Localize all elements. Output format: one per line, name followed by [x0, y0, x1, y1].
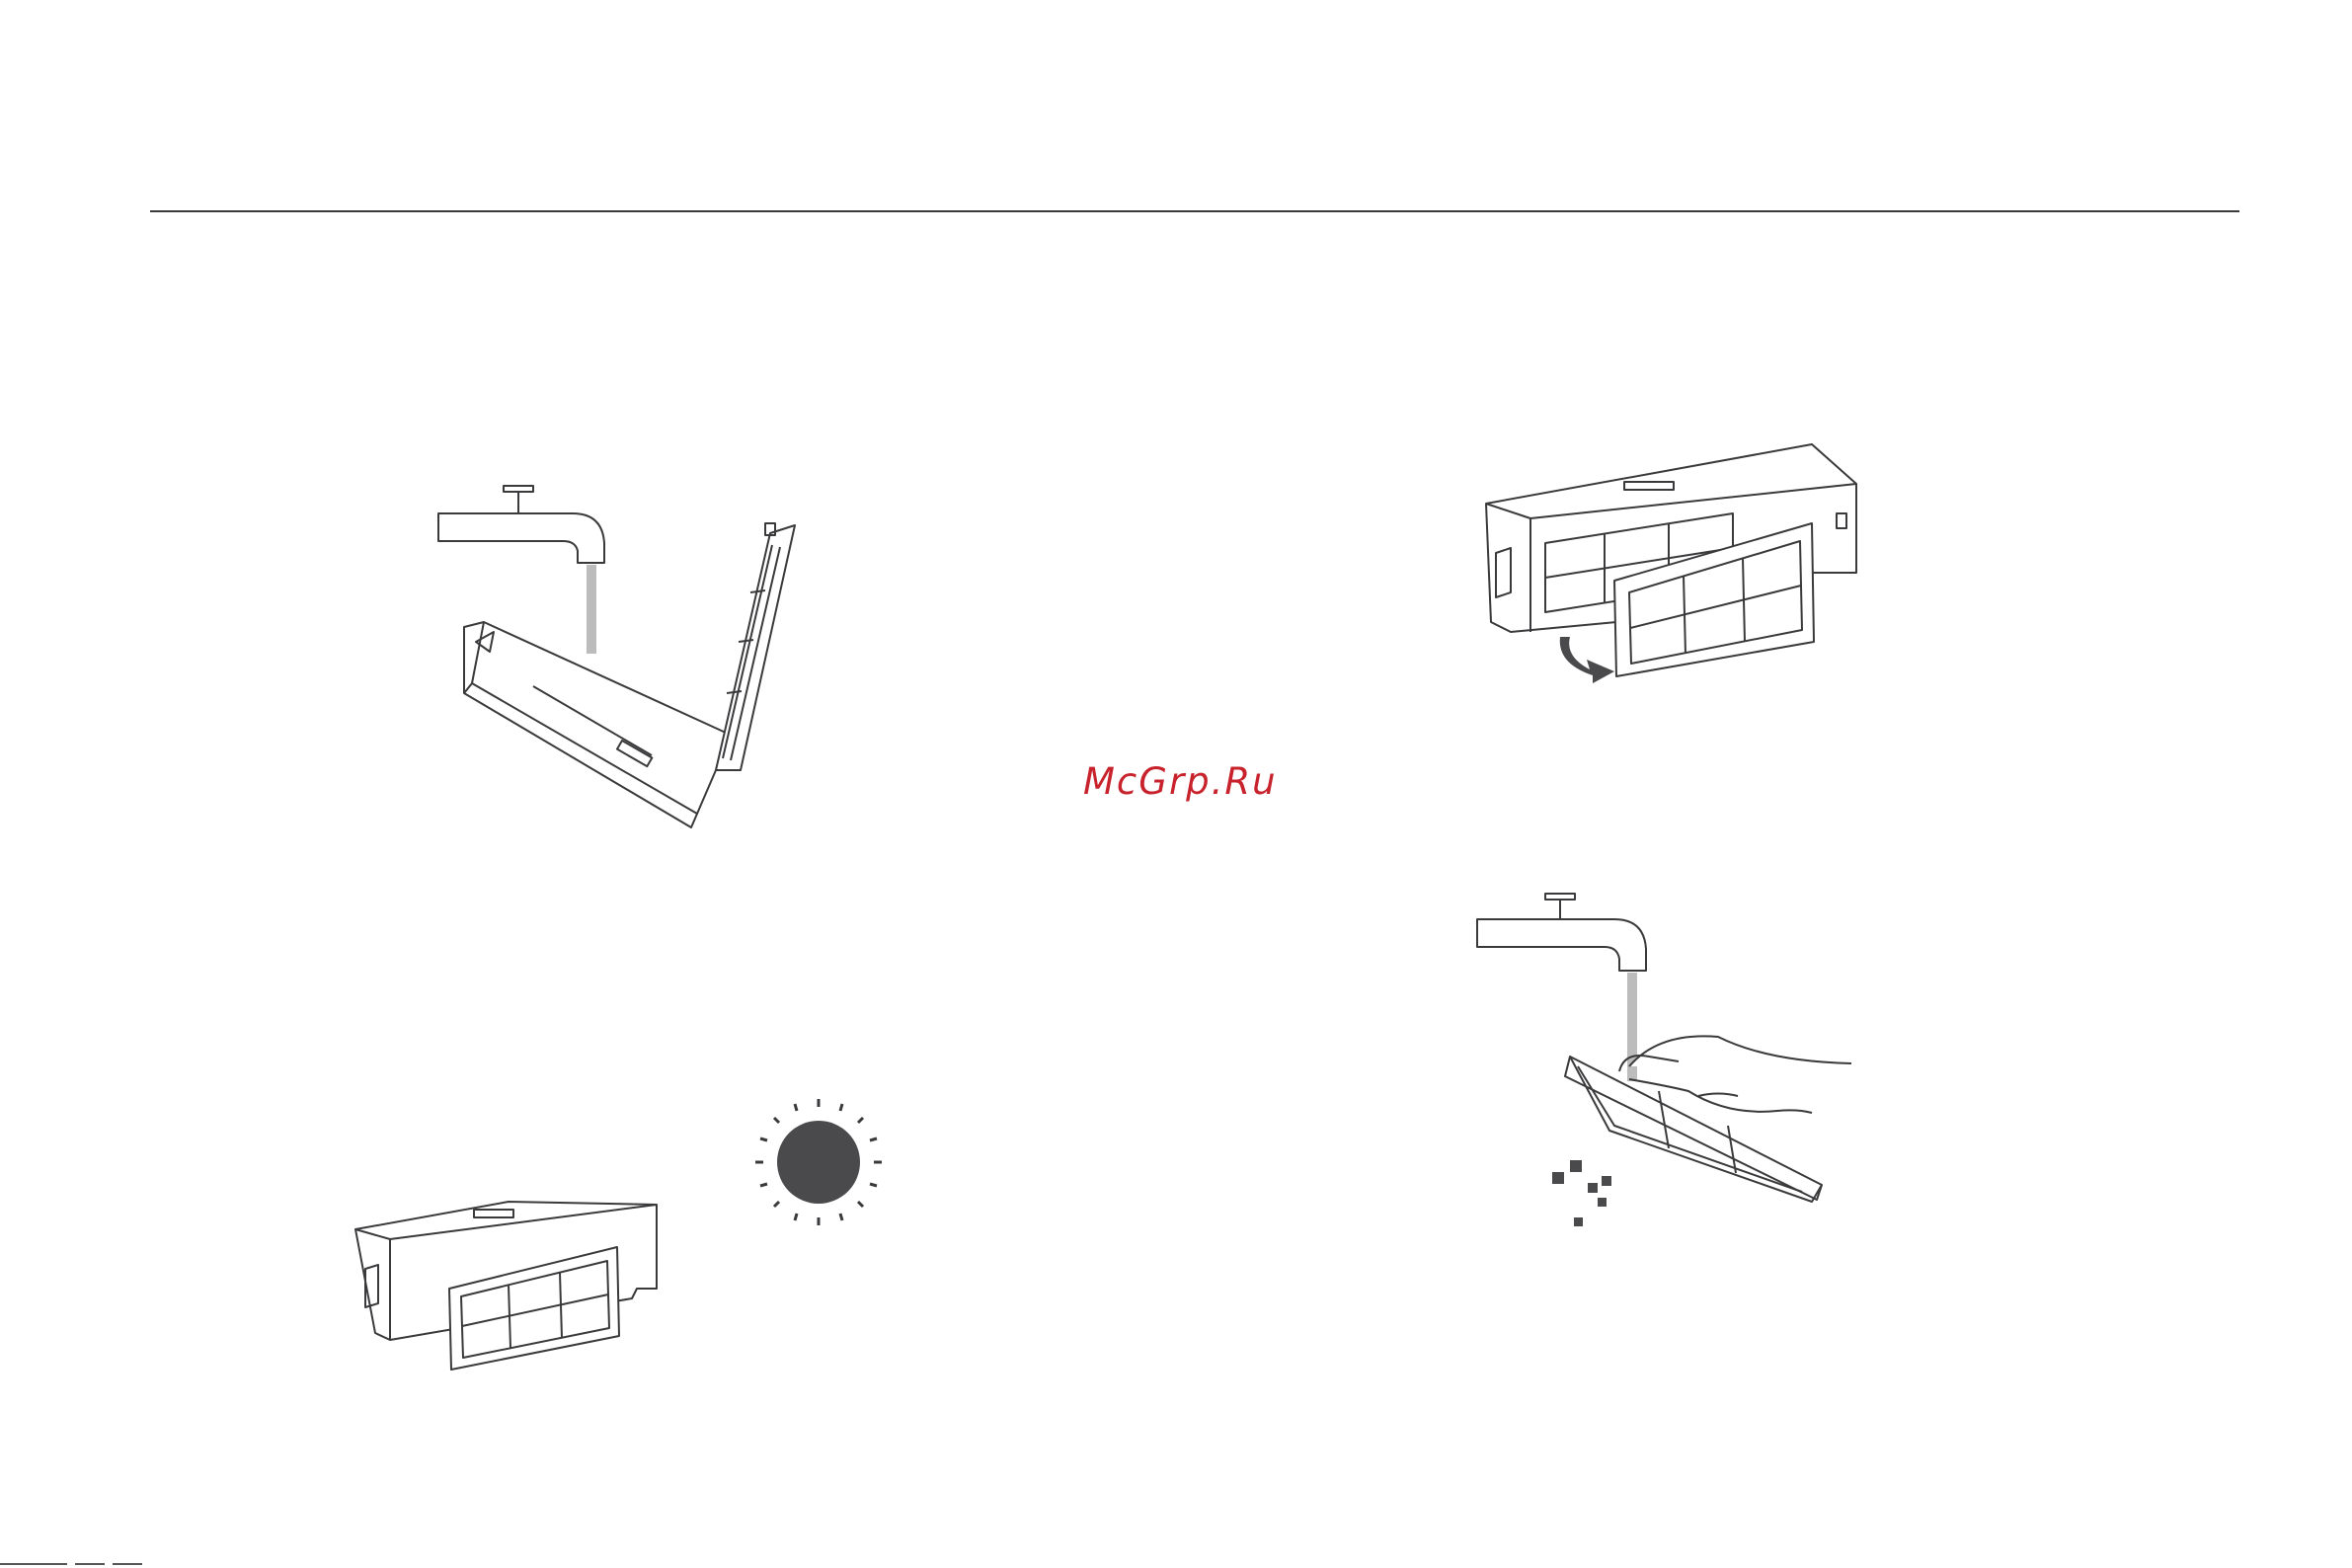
watermark: McGrp.Ru: [1083, 760, 1278, 803]
air-dry-in-sun: [351, 1091, 903, 1368]
rinse-tank-under-tap: [425, 474, 839, 849]
water-stream: [587, 565, 596, 654]
faucet-icon: [438, 486, 604, 563]
filter-arrow-icon: [1560, 637, 1614, 683]
remove-filter-from-tank: [1476, 434, 1871, 691]
sun-icon: [755, 1099, 882, 1225]
footer-mark: [0, 1563, 67, 1565]
debris-icon: [1552, 1160, 1611, 1226]
footer-mark: [75, 1563, 105, 1565]
faucet-icon: [1477, 894, 1646, 971]
footer-mark: [113, 1563, 142, 1565]
header-divider: [150, 210, 2239, 212]
tank-lid: [716, 523, 795, 770]
rinse-filter-by-hand: [1471, 884, 1866, 1239]
